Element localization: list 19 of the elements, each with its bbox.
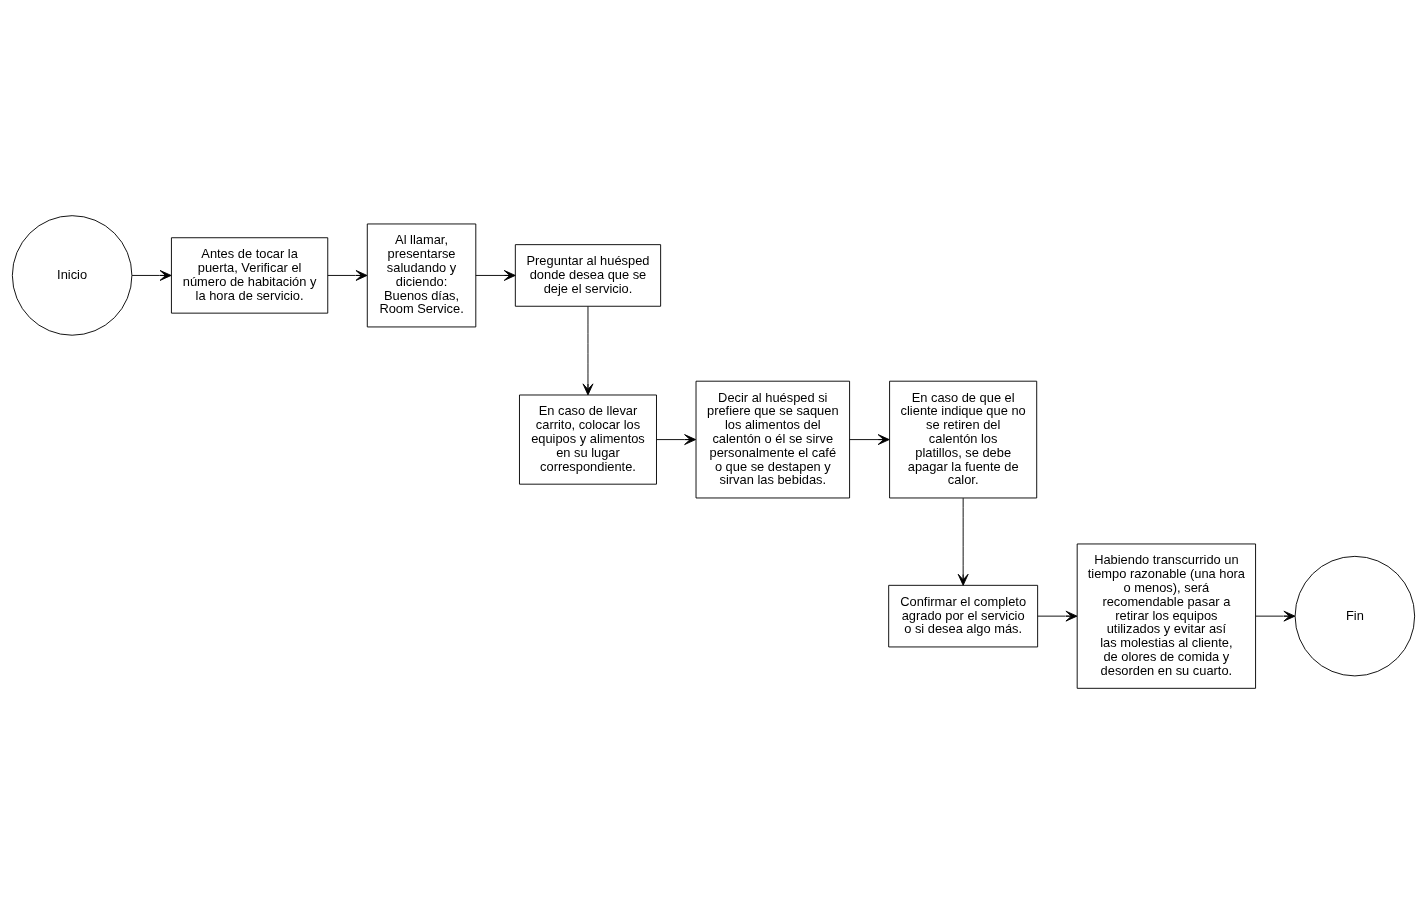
node-box: Antes de tocar la puerta, Verificar el número de habitación y la hora de servicio. (170, 236, 329, 314)
arrow (327, 269, 368, 281)
arrow (957, 497, 969, 586)
arrow (849, 433, 890, 445)
node-box: Al llamar, presentarse saludando y diciendo: Buenos días, Room Service. (366, 223, 477, 327)
node-box: Decir al huésped si prefiere que se saquen los alimentos del calentón o él se sirve personalmente el café o que se destapen y sirvan las bebidas. (695, 380, 851, 498)
arrow (656, 433, 697, 445)
arrow (131, 269, 172, 281)
node-box: En caso de que el cliente indique que no se retiren del calentón los platillos, se debe apagar la fuente de calor. (889, 380, 1038, 498)
node-circle: Inicio (11, 214, 133, 336)
node-box: Preguntar al huésped donde desea que se deje el servicio. (514, 243, 662, 307)
arrow (1255, 610, 1296, 622)
arrow (475, 269, 516, 281)
node-box: En caso de llevar carrito, colocar los equipos y alimentos en su lugar correspondiente. (519, 394, 657, 485)
node-box: Habiendo transcurrido un tiempo razonable (una hora o menos), será recomendable pasar a retirar los equipos utilizados y evitar así las molestias al cliente, de olores de comida y desorden en su cuarto. (1076, 543, 1257, 689)
node-circle: Fin (1294, 555, 1416, 676)
node-box: Confirmar el completo agrado por el servicio o si desea algo más. (888, 584, 1039, 647)
arrow (582, 305, 594, 395)
arrow (1037, 610, 1078, 622)
